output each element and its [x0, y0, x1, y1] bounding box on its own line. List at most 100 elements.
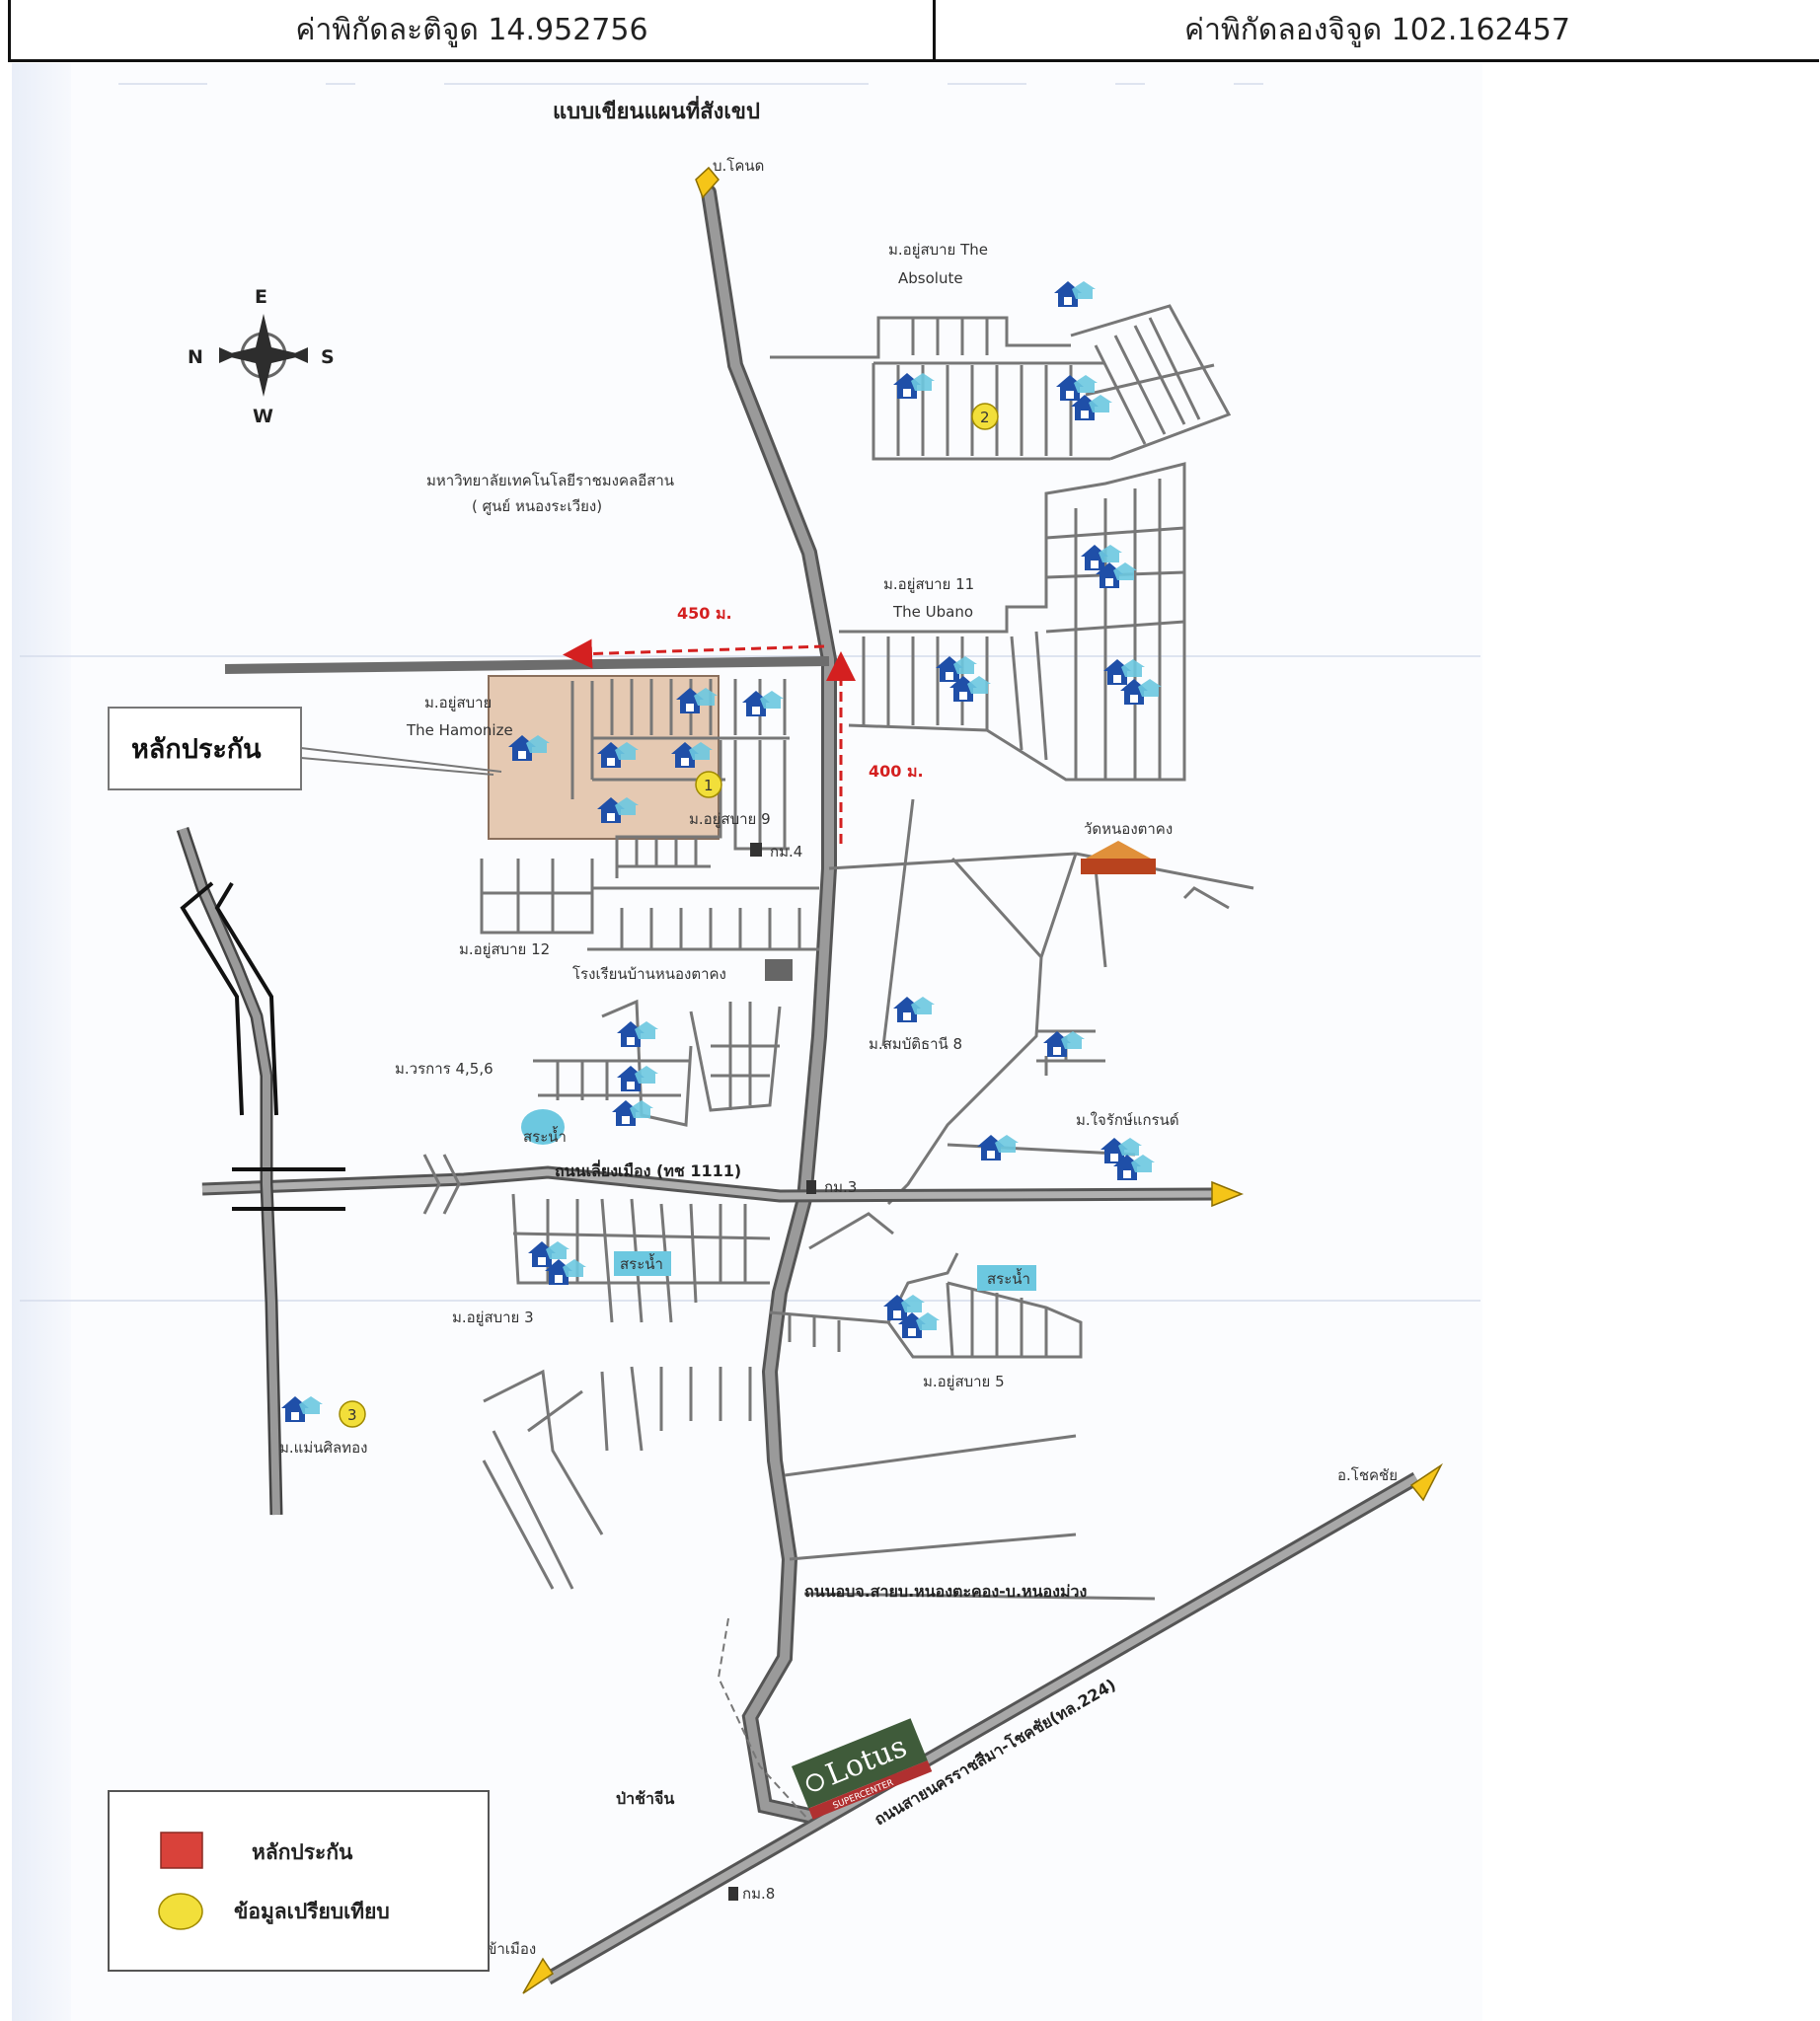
- north-destination-label: บ.โคนด: [713, 157, 764, 175]
- ubano-label-1: ม.อยู่สบาย 11: [883, 575, 974, 593]
- pond-3: [977, 1265, 1036, 1291]
- to-city-label: เข้าเมือง: [482, 1940, 536, 1958]
- sombat-label: ม.สมบัติธานี 8: [869, 1035, 962, 1053]
- compass-e: E: [255, 286, 267, 308]
- compass-rose: E N S W: [188, 286, 335, 427]
- worakan-label: ม.วรการ 4,5,6: [395, 1060, 493, 1078]
- village12-label: ม.อยู่สบาย 12: [459, 940, 550, 958]
- house-icon: [1081, 545, 1122, 570]
- comparison-marker-2: [971, 403, 999, 430]
- km3-post-icon: [806, 1180, 816, 1194]
- longitude-cell: ค่าพิกัดลองจิจูด 102.162457: [936, 0, 1819, 62]
- university-label-1: มหาวิทยาลัยเทคโนโลยีราชมงคลอีสาน: [426, 472, 674, 489]
- distance-450: 450 ม.: [563, 604, 825, 669]
- western-highway: [176, 826, 461, 1516]
- absolute-label-1: ม.อยู่สบาย The: [888, 241, 988, 259]
- map-title: แบบเขียนแผนที่สังเขป: [553, 95, 760, 124]
- compass-w: W: [253, 406, 273, 427]
- harmonize-label-2: The Hamonize: [406, 721, 513, 739]
- km4-post-icon: [750, 843, 762, 857]
- village-absolute-grid: [770, 304, 1232, 461]
- compass-n: N: [188, 346, 203, 368]
- legend-collateral-label: หลักประกัน: [252, 1840, 353, 1864]
- longitude-text: ค่าพิกัดลองจิจูด 102.162457: [1184, 12, 1570, 47]
- house-icon: [742, 691, 784, 716]
- legend-collateral-swatch: [160, 1832, 203, 1869]
- compass-s: S: [321, 346, 335, 368]
- eastern-roads: [808, 798, 1254, 1250]
- village-ubano-grid: [839, 462, 1186, 782]
- legend-comparison-label: ข้อมูลเปรียบเทียบ: [234, 1900, 390, 1925]
- local-road-label: ถนนอบจ.สายบ.หนองตะคอง-บ.หนองม่วง: [804, 1582, 1087, 1601]
- highway-224: [544, 1471, 1420, 1985]
- marker-3-number: 3: [347, 1406, 357, 1424]
- lotus-logo: Lotus SUPERCENTER: [792, 1718, 933, 1820]
- village-worakan-grid: [533, 999, 782, 1127]
- village5-label: ม.อยู่สบาย 5: [923, 1373, 1005, 1390]
- school-label: โรงเรียนบ้านหนองตาคง: [572, 965, 726, 983]
- house-icon: [281, 1396, 323, 1422]
- main-road: [701, 185, 837, 1824]
- distance-400: 400 ม.: [826, 651, 924, 844]
- school-icon: [765, 959, 793, 981]
- km-bottom-post-icon: [728, 1887, 738, 1901]
- pond-2: [614, 1251, 671, 1276]
- east-arrow-tip: [1211, 1180, 1245, 1208]
- village3-label: ม.อยู่สบาย 3: [452, 1309, 534, 1326]
- chokchai-label: อ.โชคชัย: [1337, 1466, 1398, 1484]
- pond-1: [521, 1109, 565, 1145]
- marker-1-number: 1: [704, 777, 714, 794]
- km3-label: กม.3: [824, 1178, 857, 1196]
- jairak-label: ม.ใจรักษ์แกรนด์: [1076, 1111, 1179, 1129]
- pond1-label: สระน้ำ: [523, 1126, 567, 1146]
- pond2-label: สระน้ำ: [620, 1253, 663, 1273]
- house-icon: [883, 1295, 925, 1320]
- distance-400-label: 400 ม.: [869, 762, 924, 781]
- legend: หลักประกัน ข้อมูลเปรียบเทียบ: [108, 1790, 490, 1972]
- pond3-label: สระน้ำ: [987, 1268, 1030, 1288]
- house-icon: [977, 1135, 1019, 1160]
- ubano-label-2: The Ubano: [892, 603, 973, 621]
- maenin-label: ม.แม่นศิลทอง: [279, 1439, 367, 1457]
- university-label-2: ( ศูนย์ หนองระเวียง): [472, 497, 602, 515]
- distance-450-label: 450 ม.: [677, 604, 732, 623]
- marker-2-number: 2: [980, 409, 990, 426]
- house-icon: [617, 1066, 658, 1091]
- house-icon: [1103, 659, 1145, 685]
- km-bottom-label: กม.8: [742, 1885, 775, 1903]
- scan-lines: [20, 83, 1480, 1302]
- bypass-road-1111: [201, 1165, 1215, 1203]
- village9-label: ม.อยู่สบาย 9: [689, 810, 771, 828]
- comparison-marker-3: [339, 1400, 366, 1428]
- scan-edge-shadow: [12, 63, 71, 2021]
- south-west-roads: [482, 1366, 1156, 1601]
- collateral-callout: หลักประกัน: [108, 707, 502, 790]
- house-icon: [1054, 281, 1096, 307]
- temple: วัดหนองตาคง: [1081, 820, 1173, 874]
- coordinate-table: ค่าพิกัดละติจูด 14.952756 ค่าพิกัดลองจิจ…: [8, 0, 1820, 63]
- village5-grid: [769, 1252, 1083, 1359]
- collateral-callout-label: หลักประกัน: [131, 734, 262, 765]
- comparison-marker-1: [695, 771, 722, 798]
- temple-label: วัดหนองตาคง: [1084, 820, 1173, 838]
- pachajin-label: ป่าช้าจีน: [616, 1789, 674, 1808]
- latitude-cell: ค่าพิกัดละติจูด 14.952756: [8, 0, 936, 62]
- house-icon: [1043, 1031, 1085, 1057]
- access-road: [224, 656, 830, 674]
- chokchai-arrow-tip: [1409, 1462, 1443, 1502]
- legend-comparison-swatch: [158, 1893, 203, 1930]
- house-icon: [1056, 375, 1098, 401]
- house-icon: [893, 997, 935, 1022]
- harmonize-label-1: ม.อยู่สบาย: [424, 694, 492, 711]
- absolute-label-2: Absolute: [898, 269, 963, 287]
- north-arrow-tip: [695, 166, 720, 199]
- city-arrow-tip: [522, 1957, 555, 1994]
- latitude-text: ค่าพิกัดละติจูด 14.952756: [295, 12, 648, 47]
- house-icon: [612, 1100, 653, 1126]
- km4-label: กม.4: [770, 843, 802, 861]
- road-1111-label: ถนนเลี่ยงเมือง (ทช 1111): [555, 1160, 741, 1180]
- village12-grid: [480, 859, 819, 951]
- house-icon: [936, 656, 977, 682]
